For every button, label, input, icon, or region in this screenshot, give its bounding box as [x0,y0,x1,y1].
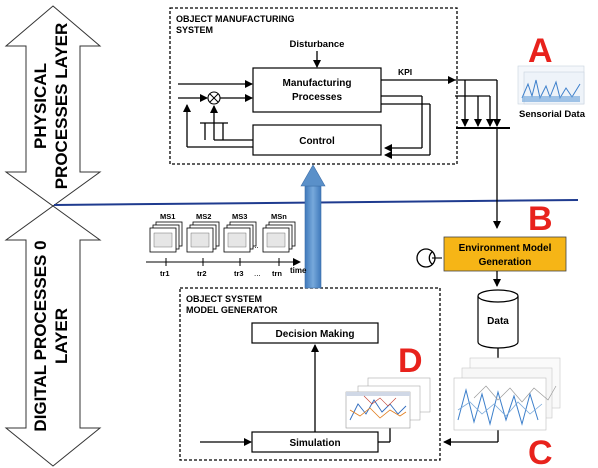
physical-layer-label-1: PHYSICAL [31,63,50,149]
kpi-label: KPI [398,67,412,77]
env-model-label-2: Generation [479,257,532,268]
tr-label-2: tr2 [197,269,207,278]
digital-layer-label-1: DIGITAL PROCESSES 0 [31,240,50,431]
tr-label-1: tr1 [160,269,170,278]
env-model-label-1: Environment Model [459,243,552,254]
ms-label-2: MS2 [196,212,211,221]
marker-a: A [528,32,553,70]
osmg-title-2: MODEL GENERATOR [186,305,278,315]
simulation-results-icon [345,377,431,429]
model-state-cards [149,221,296,253]
marker-b: B [528,200,553,238]
digital-layer-label-2: LAYER [52,308,71,364]
marker-d: D [398,342,423,380]
sensorial-data-label: Sensorial Data [519,109,586,120]
ms-label-1: MS1 [160,212,175,221]
tr-label-n: trn [272,269,282,278]
data-storage-cylinder-icon [477,289,519,349]
model-state-timeline: MS1 MS2 MS3 MSn ... tr1 tr2 tr3 ... trn … [146,212,307,278]
digital-layer-arrow: DIGITAL PROCESSES 0 LAYER [4,205,102,467]
decision-making-label: Decision Making [276,329,355,340]
oms-box [169,7,458,165]
marker-c: C [528,434,553,468]
oms-title-1: OBJECT MANUFACTURING [176,14,295,24]
timeline-dots-bottom: ... [254,269,261,278]
manufacturing-processes-box [252,67,382,113]
environment-sensor-icon [416,248,442,268]
ms-label-3: MS3 [232,212,247,221]
environment-model-box [443,236,567,272]
manufacturing-label-1: Manufacturing [283,78,352,89]
tr-label-3: tr3 [234,269,244,278]
data-label: Data [487,316,509,327]
summing-junction-icon [207,91,221,105]
simulation-label: Simulation [289,438,340,449]
ms-label-n: MSn [271,212,287,221]
decision-making-box [251,322,379,344]
physical-layer-arrow: PHYSICAL PROCESSES LAYER [4,5,102,207]
timeline-dots-top: ... [252,241,259,250]
control-label: Control [299,136,335,147]
model-update-arrow [300,164,326,289]
sensorial-data-chart-icon [517,65,585,105]
oms-title-2: SYSTEM [176,25,213,35]
osmg-title-1: OBJECT SYSTEM [186,294,262,304]
physical-layer-label-2: PROCESSES LAYER [52,23,71,190]
time-label: time [290,266,307,275]
disturbance-label: Disturbance [290,39,345,50]
environment-data-charts-icon [453,357,561,431]
control-box [252,124,382,156]
manufacturing-label-2: Processes [292,92,342,103]
